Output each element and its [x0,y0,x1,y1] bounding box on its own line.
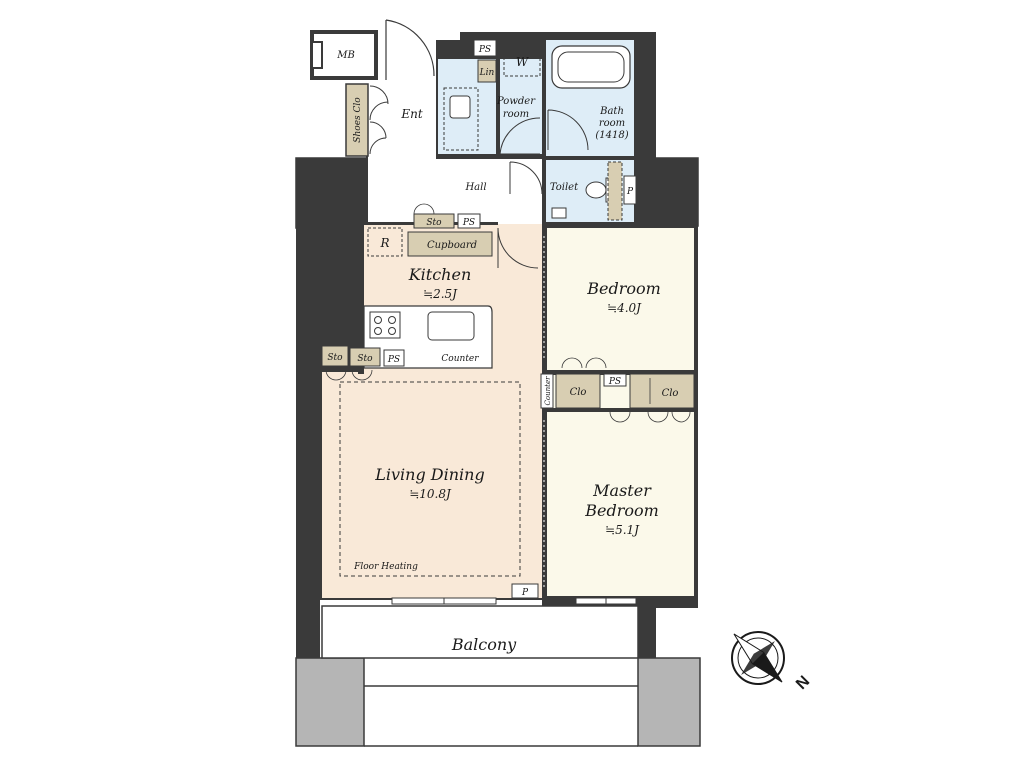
powder-room-label-1: Powder [496,96,536,107]
floor-heating-area [339,381,521,577]
kitchen-storage: R Sto PS Cupboard [367,203,539,269]
entrance-floor [368,82,436,158]
ps-box-top [473,39,497,57]
toilet-label: Toilet [550,182,579,193]
balcony-label: Balcony [451,635,517,654]
master-bedroom-label-1: Master [592,481,652,500]
cupboard-label: Cupboard [427,240,477,251]
master-bedroom-label-2: Bedroom [584,501,659,520]
washer-label: W [516,55,530,69]
ps-box-kitchen [457,213,481,229]
counter-partition [540,373,554,409]
hall-label: Hall [464,182,486,193]
bedroom-area: ≒4.0J [607,301,642,315]
powder-room: PS Lin W Powder room [443,39,541,155]
refrigerator-space [367,227,403,257]
counter-partition-label: Counter [544,376,552,406]
hall-door[interactable] [509,161,543,195]
closet-master-label: Clo [662,388,679,399]
linen-closet [477,59,497,83]
column-bottom-left [295,657,365,747]
compass-icon: N [731,631,813,693]
master-closet-doors[interactable] [609,411,691,423]
storage-top-label: Sto [426,218,442,228]
washer-space [503,43,541,77]
bedroom-label: Bedroom [586,279,661,298]
balcony: Balcony [321,605,639,747]
bath-room-label-2: room [599,118,625,129]
master-bedroom-area: ≒5.1J [605,523,640,537]
powder-room-door[interactable] [499,117,541,155]
shoes-closet: Shoes Clo [345,83,369,157]
bedroom-floor [546,228,694,372]
bath-room-label-1: Bath [599,106,624,117]
kitchen-sink-icon [427,311,475,341]
ps-top-label: PS [478,45,491,55]
living-dining-area: ≒10.8J [409,487,452,501]
bath-room-label-3: (1418) [595,130,628,141]
powder-room-label-2: room [503,109,529,120]
compass-north-label: N [793,673,813,693]
closet-bedroom-label: Clo [570,387,587,398]
kitchen-label: Kitchen [408,265,472,284]
shoes-closet-label: Shoes Clo [353,97,363,143]
entrance-door[interactable] [385,19,435,80]
pipe-toilet-label: P [626,187,634,197]
hall-floor [368,156,544,226]
washbasin [443,87,479,151]
bath-room-door[interactable] [547,109,589,151]
storage-mid-label: Sto [357,354,373,364]
bathtub-icon [551,45,631,89]
bedroom-closet-doors[interactable] [561,357,607,369]
interior-walls [358,40,698,606]
counter-kitchen-label: Counter [441,354,479,364]
toilet-room: Toilet P [550,161,637,221]
stove-icon [369,311,401,339]
kitchen-area: ≒2.5J [423,287,458,301]
living-dining-label: Living Dining [374,465,484,484]
shoes-closet-doors [369,85,389,155]
bath-room: Bath room (1418) [547,45,631,151]
mb-label: MB [336,50,355,61]
ps-living-label: PS [387,355,400,365]
ps-kitchen-label: PS [462,218,475,228]
kitchen-counter: Counter [363,305,493,369]
column-bottom-right [637,657,701,747]
closets: Clo PS Clo [555,373,695,409]
cupboard [407,231,493,257]
kitchen-door[interactable] [497,227,539,269]
living-storage: Sto Sto PS [321,345,405,381]
toilet-bowl-icon [585,181,607,199]
pipe-shaft-living [511,583,539,599]
pipe-living-label: P [521,588,529,598]
toilet-storage [607,161,623,221]
entrance-label: Ent [400,107,422,121]
sink-bowl-icon [449,95,471,119]
windows [391,597,637,605]
living-floor [322,372,542,598]
storage-left-label: Sto [327,353,343,363]
ps-closet-label: PS [608,377,621,387]
linen-label: Lin [479,68,495,78]
floor-heating-label: Floor Heating [353,562,418,572]
master-bedroom-floor [546,410,694,596]
meter-box: MB [310,30,378,80]
pipe-shaft-toilet [623,175,637,205]
refrigerator-label: R [379,236,389,250]
